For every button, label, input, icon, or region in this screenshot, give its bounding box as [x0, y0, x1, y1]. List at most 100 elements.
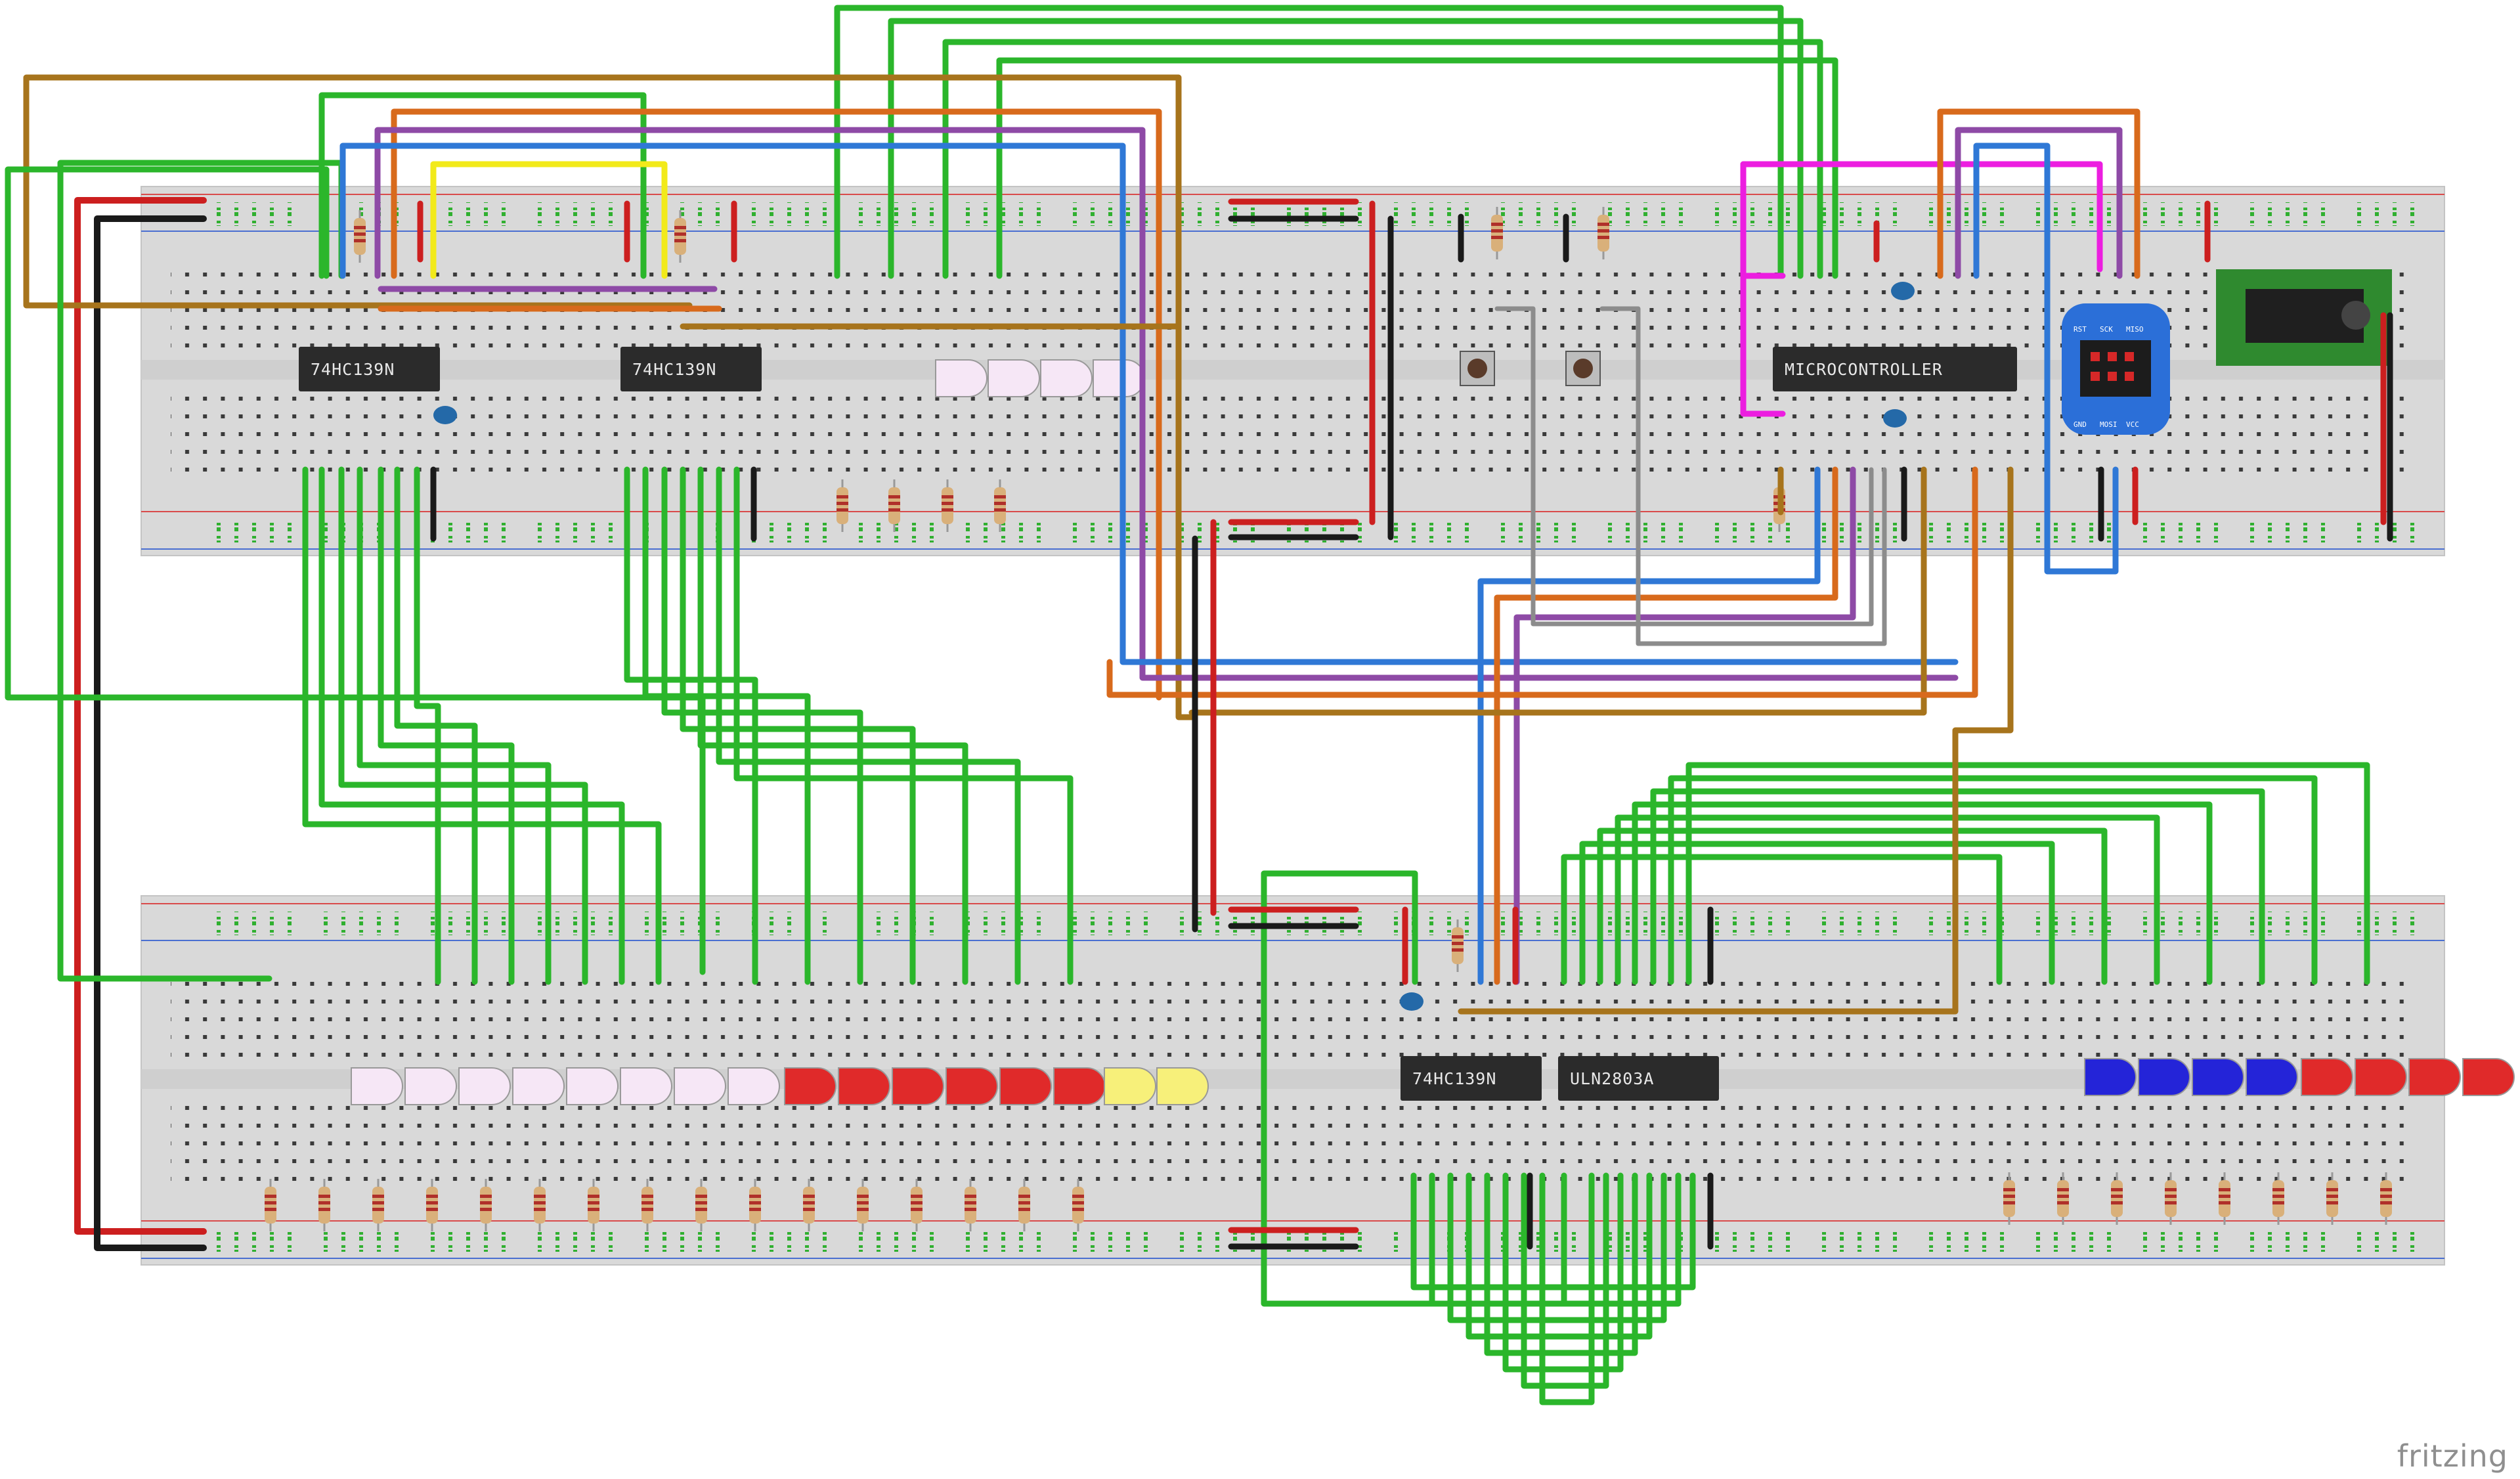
- push-button[interactable]: [1460, 351, 1495, 386]
- resistor: [888, 479, 900, 532]
- led-red: [892, 1067, 944, 1105]
- resistor: [2111, 1172, 2123, 1225]
- jumper-wire[interactable]: [697, 466, 968, 985]
- jumper-wire[interactable]: [716, 466, 1021, 985]
- jumper-wire[interactable]: [1502, 1172, 1624, 1373]
- jumper-wire[interactable]: [1484, 1172, 1638, 1356]
- isp-pin-label: SCK: [2100, 325, 2113, 334]
- jumper-wire[interactable]: [414, 466, 441, 985]
- jumper-wire[interactable]: [1973, 143, 2119, 575]
- jumper-wire[interactable]: [391, 108, 1162, 701]
- led-red: [2355, 1058, 2407, 1096]
- isp-pin-label: RST: [2074, 325, 2087, 334]
- jumper-wire[interactable]: [1615, 814, 2160, 985]
- led-red: [784, 1067, 836, 1105]
- jumper-wire[interactable]: [1410, 1172, 1696, 1291]
- resistor: [1452, 919, 1464, 972]
- resistor: [1597, 207, 1609, 259]
- led-blue: [2246, 1058, 2298, 1096]
- resistor: [2272, 1172, 2284, 1225]
- chip-label: 74HC139N: [311, 360, 395, 379]
- jumper-wire[interactable]: [1597, 828, 2108, 985]
- jumper-wire[interactable]: [23, 74, 1195, 720]
- jumper-wire[interactable]: [338, 466, 588, 985]
- jumper-wire[interactable]: [996, 57, 1838, 279]
- jumper-wire[interactable]: [624, 466, 758, 985]
- led-white: [674, 1067, 726, 1105]
- jumper-wire[interactable]: [1106, 466, 1978, 698]
- jumper-wire[interactable]: [1740, 161, 1786, 417]
- jumper-wire[interactable]: [1494, 306, 1874, 627]
- led-white: [404, 1067, 457, 1105]
- jumper-wire[interactable]: [1188, 466, 1927, 716]
- chip-74hc139n-3[interactable]: 74HC139N: [1401, 1056, 1542, 1101]
- jumper-wire[interactable]: [1447, 1172, 1667, 1323]
- resistor: [857, 1179, 869, 1231]
- jumper-wire[interactable]: [1458, 466, 2014, 1015]
- jumper-wire[interactable]: [1494, 466, 1838, 985]
- jumper-wire[interactable]: [1466, 1172, 1653, 1340]
- jumper-wire[interactable]: [357, 466, 552, 985]
- jumper-wire[interactable]: [1429, 1172, 1682, 1307]
- jumper-wire[interactable]: [661, 466, 863, 985]
- led-white: [566, 1067, 619, 1105]
- resistor: [372, 1179, 384, 1231]
- chip-uln2803a[interactable]: ULN2803A: [1558, 1056, 1719, 1101]
- jumper-wire[interactable]: [1955, 127, 2123, 279]
- capacitor: [1883, 409, 1907, 428]
- jumper-wire[interactable]: [1668, 775, 2318, 985]
- jumper-wire[interactable]: [94, 215, 207, 1251]
- dc-power-jack[interactable]: [2216, 269, 2392, 366]
- resistor: [2165, 1172, 2177, 1225]
- chip-74hc139n-2[interactable]: 74HC139N: [620, 347, 762, 391]
- resistor: [1491, 207, 1503, 259]
- resistor: [2057, 1172, 2069, 1225]
- jumper-wire[interactable]: [1477, 466, 1821, 985]
- capacitor: [1400, 992, 1423, 1011]
- jumper-wire[interactable]: [318, 92, 647, 279]
- jumper-wire[interactable]: [339, 143, 1959, 665]
- chip-label: MICROCONTROLLER: [1785, 360, 1943, 379]
- jumper-wire[interactable]: [1937, 108, 2140, 279]
- jumper-wire[interactable]: [642, 466, 811, 985]
- resistor: [588, 1179, 599, 1231]
- jumper-wire[interactable]: [733, 466, 1074, 985]
- jumper-wire[interactable]: [1685, 762, 2370, 985]
- push-button[interactable]: [1565, 351, 1601, 386]
- led-red: [838, 1067, 890, 1105]
- resistor: [942, 479, 953, 532]
- jumper-wires: [5, 5, 2393, 1405]
- resistor: [1072, 1179, 1084, 1231]
- jumper-wire[interactable]: [374, 127, 1959, 681]
- resistor: [911, 1179, 923, 1231]
- jumper-wire[interactable]: [1632, 801, 2213, 985]
- led-red: [2462, 1058, 2515, 1096]
- jumper-wire[interactable]: [1521, 1172, 1609, 1389]
- jumper-wire[interactable]: [1599, 306, 1887, 646]
- jumper-wire[interactable]: [1561, 854, 2003, 985]
- jumper-wire[interactable]: [378, 466, 515, 985]
- chip-74hc139n-1[interactable]: 74HC139N: [299, 347, 440, 391]
- jumper-wire[interactable]: [942, 39, 1823, 279]
- jumper-wire[interactable]: [1539, 1172, 1595, 1405]
- jumper-wire[interactable]: [1261, 870, 1567, 1307]
- led-yellow: [1156, 1067, 1209, 1105]
- jumper-wire[interactable]: [1579, 841, 2055, 985]
- jumper-wire[interactable]: [834, 5, 1784, 279]
- resistor: [265, 1179, 276, 1231]
- led-red: [2301, 1058, 2353, 1096]
- jumper-wire[interactable]: [430, 161, 668, 279]
- resistor: [965, 1179, 976, 1231]
- led-white: [935, 359, 988, 397]
- resistor: [2380, 1172, 2392, 1225]
- integrated-circuits: 74HC139N 74HC139N MICROCONTROLLER 74HC139N U…: [299, 347, 2017, 1101]
- jumper-wire[interactable]: [1513, 466, 1856, 985]
- led-blue: [2138, 1058, 2190, 1096]
- jumper-wire[interactable]: [680, 466, 916, 985]
- chip-label: 74HC139N: [1412, 1069, 1496, 1088]
- chip-microcontroller[interactable]: MICROCONTROLLER: [1773, 347, 2017, 391]
- jumper-wire[interactable]: [302, 466, 662, 985]
- jumper-wire[interactable]: [74, 197, 207, 1235]
